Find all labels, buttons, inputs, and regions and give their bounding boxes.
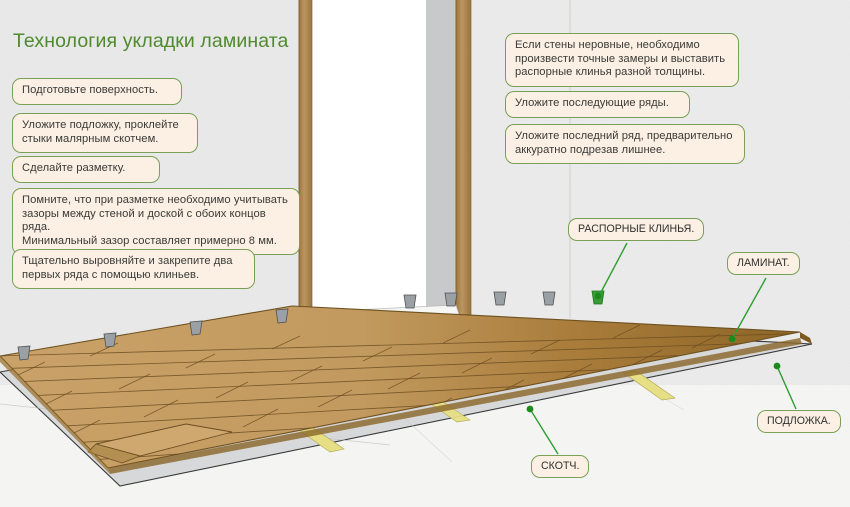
dot-tape [526, 405, 534, 413]
step-box-make-markup: Сделайте разметку. [12, 156, 160, 183]
callout-leaders [529, 242, 797, 455]
step-box-lay-underlay: Уложите подложку, проклейте стыки малярн… [12, 113, 198, 154]
leader-tape [529, 408, 559, 455]
page-title: Технология укладки ламината [13, 30, 289, 52]
leader-wedges [598, 242, 628, 297]
dot-underlay [773, 362, 781, 370]
dot-wedges [594, 292, 602, 300]
callout-laminate: ЛАМИНАТ. [727, 252, 800, 275]
callout-dots [526, 292, 781, 413]
callout-tape: СКОТЧ. [531, 455, 590, 478]
step-box-prepare-surface: Подготовьте поверхность. [12, 78, 182, 105]
callout-spacer-wedges: РАСПОРНЫЕ КЛИНЬЯ. [568, 218, 705, 241]
step-box-gaps-note: Помните, что при разметке необходимо учи… [12, 188, 300, 256]
lifted-plank [87, 423, 233, 464]
step-box-next-rows: Уложите последующие ряды. [505, 91, 690, 118]
step-box-last-row: Уложите последний ряд, предварительно ак… [505, 124, 745, 165]
leader-underlay [776, 365, 797, 410]
step-box-uneven-walls: Если стены неровные, необходимо произвес… [505, 33, 739, 87]
step-box-align-first-rows: Тщательно выровняйте и закрепите два пер… [12, 249, 255, 290]
leader-laminate [731, 277, 767, 340]
doorway [298, 0, 472, 330]
callout-underlay: ПОДЛОЖКА. [757, 410, 841, 433]
spacer-wedges [17, 290, 605, 361]
dot-laminate [728, 335, 736, 343]
